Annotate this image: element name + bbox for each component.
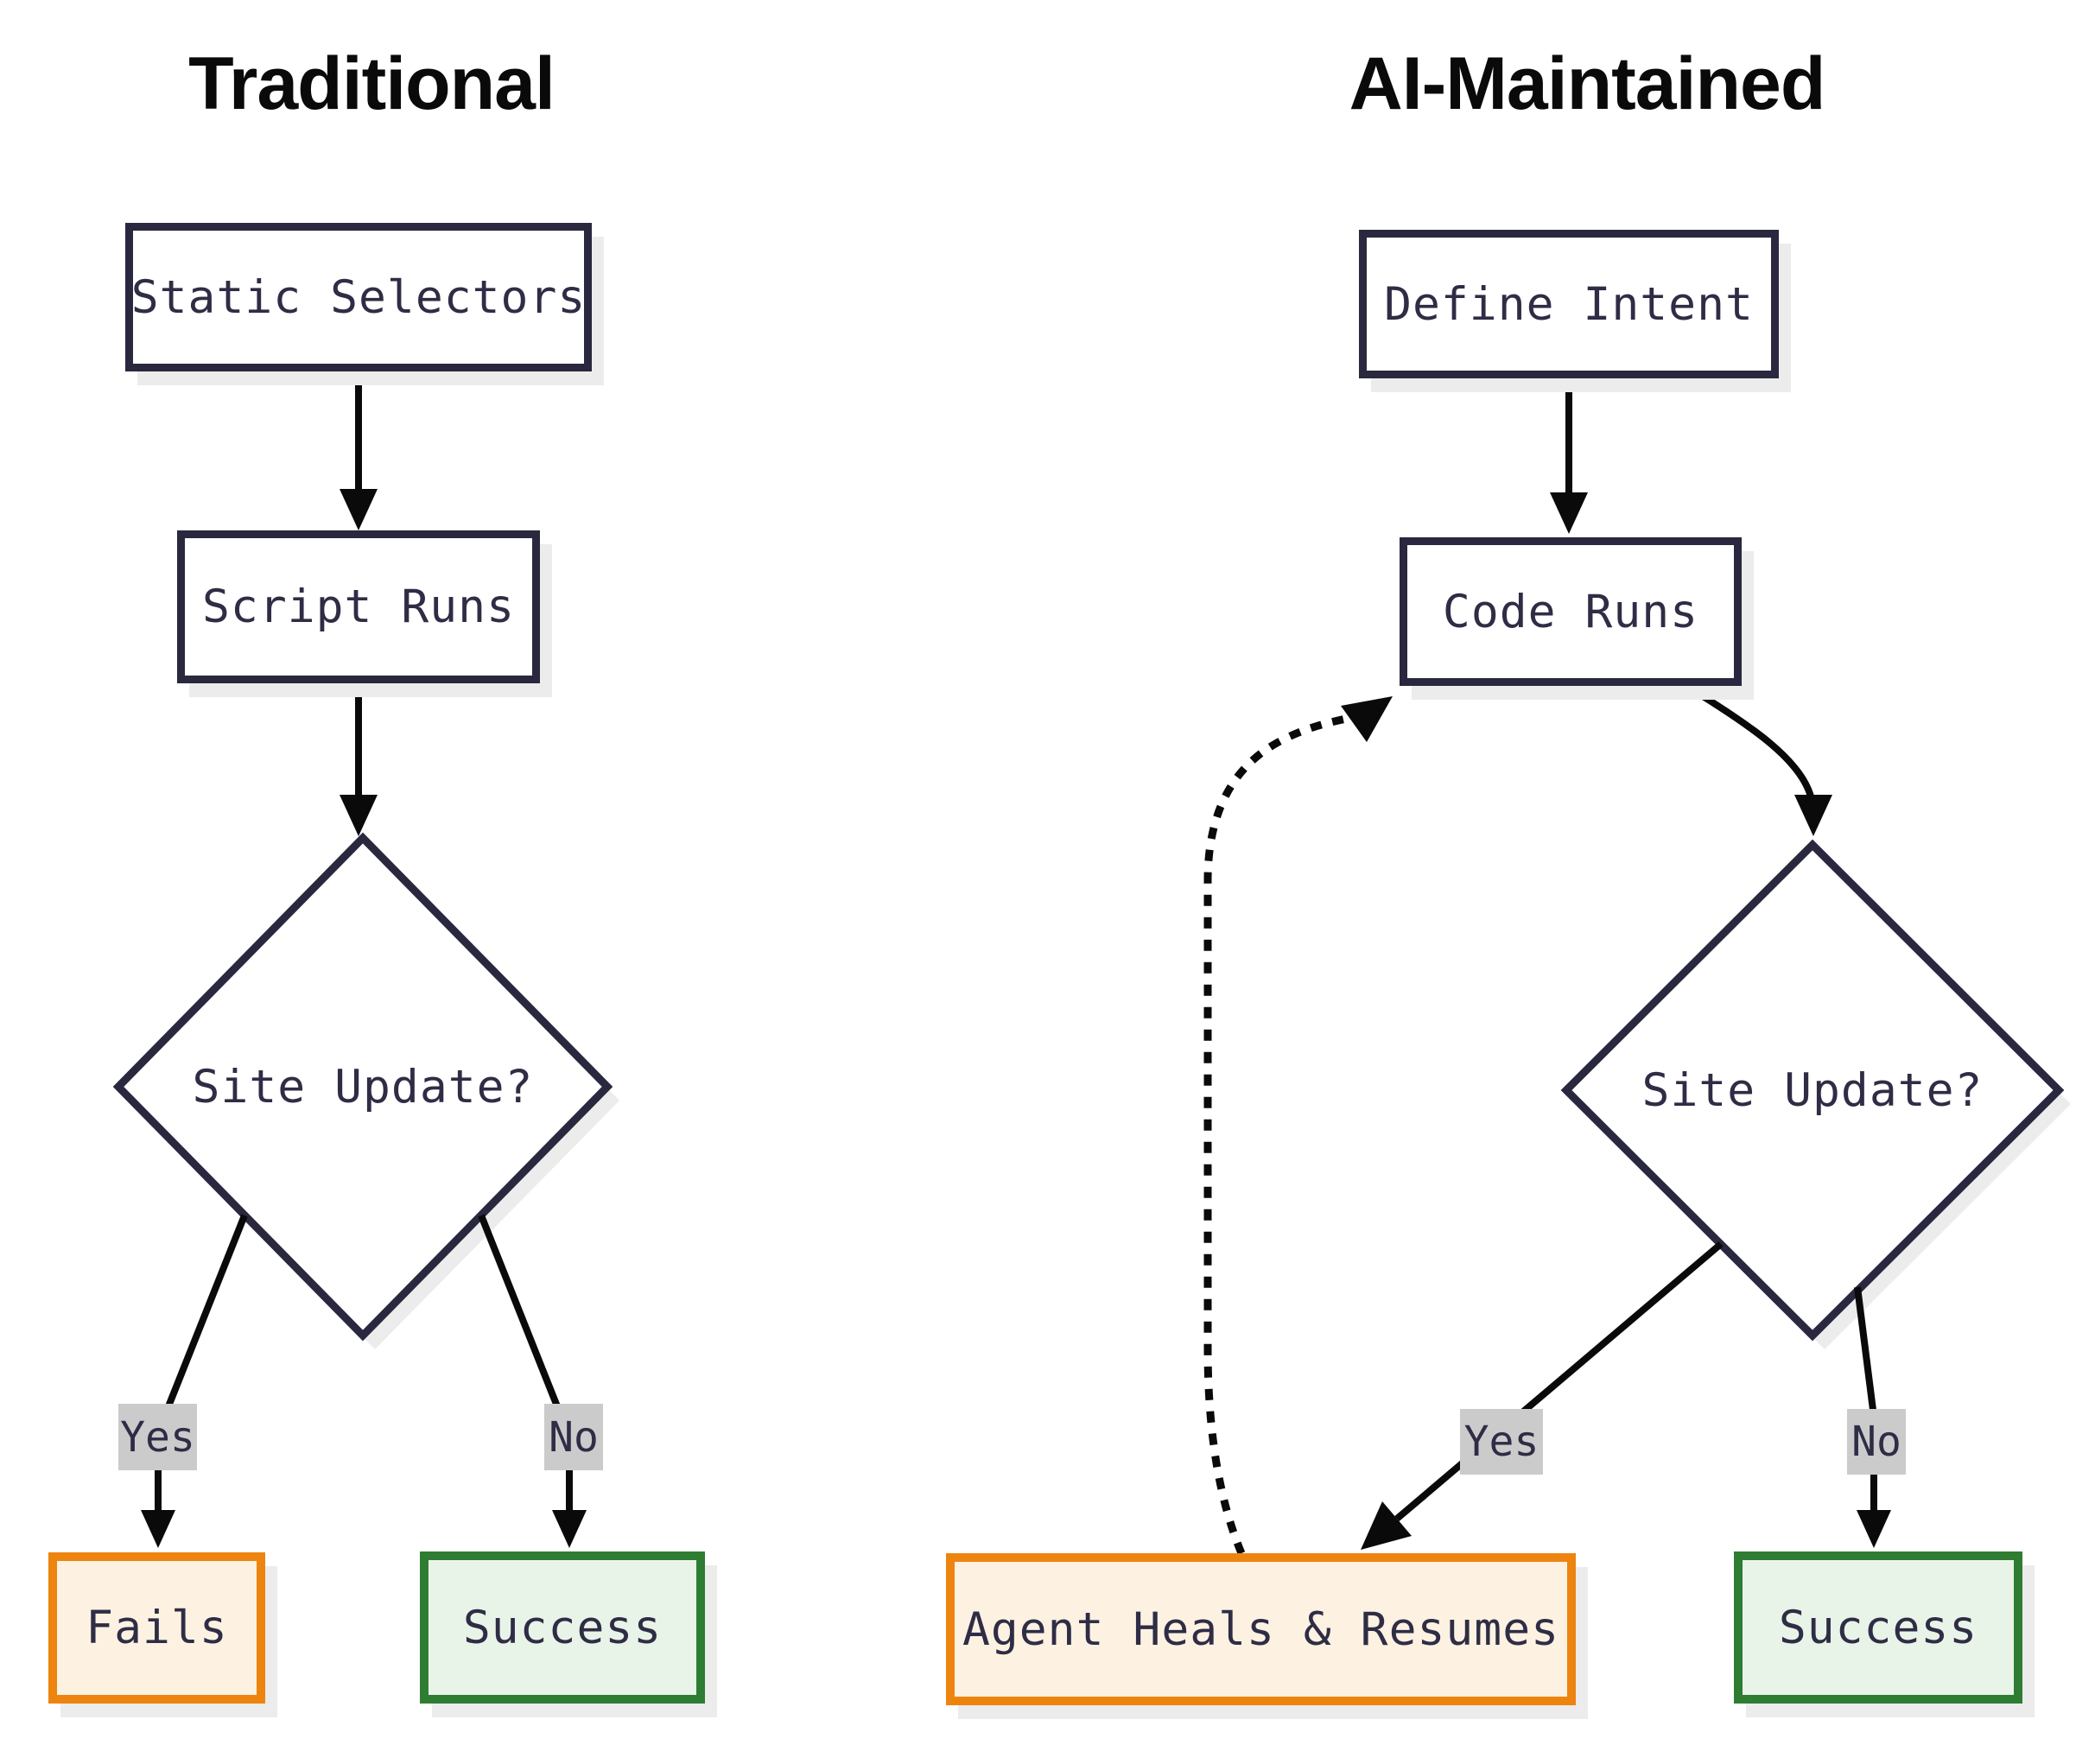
node-agent-heals-resumes: Agent Heals & Resumes (946, 1553, 1576, 1705)
arrowhead-script-to-decision (340, 795, 378, 836)
left-decision-diamond (112, 832, 613, 1342)
arrow-code-to-decision-curve (1686, 684, 1814, 798)
heal-loop-dotted-line (1203, 714, 1347, 1555)
arrowhead-yes-to-heal (1361, 1501, 1412, 1550)
right-decision-diamond (1560, 839, 2065, 1342)
node-define-intent: Define Intent (1359, 230, 1779, 378)
arrowhead-no-to-success-right (1857, 1510, 1891, 1548)
arrowhead-define-to-code (1550, 492, 1588, 534)
node-success-left: Success (420, 1551, 705, 1704)
node-static-selectors: Static Selectors (125, 223, 592, 371)
left-no-label: No (544, 1404, 603, 1470)
right-column-title: AI-Maintained (1349, 42, 1826, 125)
right-no-label: No (1847, 1409, 1906, 1475)
arrowhead-no-to-success-left (552, 1510, 587, 1548)
right-decision-label: Site Update? (1641, 1063, 1984, 1117)
node-script-runs: Script Runs (177, 530, 540, 683)
node-success-right: Success (1734, 1551, 2022, 1704)
right-yes-branch-line (1394, 1241, 1724, 1522)
left-column-title: Traditional (188, 42, 555, 125)
arrowhead-heal-loop (1341, 696, 1393, 742)
left-no-branch-line (478, 1214, 561, 1408)
left-yes-label: Yes (118, 1404, 197, 1470)
left-yes-branch-line (165, 1214, 248, 1408)
arrowhead-static-to-script (340, 489, 378, 530)
right-no-branch-line (1854, 1286, 1876, 1411)
node-code-runs: Code Runs (1400, 537, 1742, 686)
arrowhead-yes-to-fails (141, 1510, 175, 1548)
right-yes-label: Yes (1460, 1409, 1543, 1475)
node-fails: Fails (48, 1552, 265, 1704)
arrowhead-code-to-decision (1794, 795, 1832, 836)
left-decision-label: Site Update? (192, 1060, 534, 1114)
